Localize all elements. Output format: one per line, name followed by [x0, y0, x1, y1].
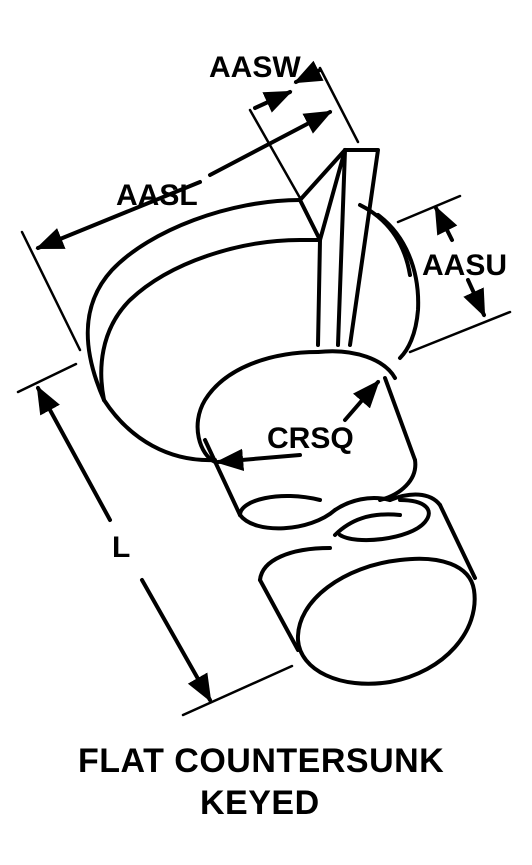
label-aasu: AASU: [422, 249, 507, 282]
bolt-shank: [195, 349, 418, 537]
dim-aasw: [248, 60, 360, 200]
caption-subtitle: KEYED: [200, 784, 320, 822]
label-aasl: AASL: [116, 179, 198, 212]
key-rib: [298, 148, 380, 347]
label-crsq: CRSQ: [267, 422, 354, 455]
caption-title: FLAT COUNTERSUNK: [78, 742, 445, 780]
dim-l: [16, 362, 294, 717]
dim-aasu: [396, 194, 512, 354]
bolt-end: [258, 492, 477, 686]
dim-aasl: [20, 110, 333, 352]
bolt-head: [85, 198, 421, 463]
label-aasw: AASW: [209, 51, 301, 84]
dim-crsq: [215, 379, 380, 472]
label-l: L: [112, 531, 130, 564]
